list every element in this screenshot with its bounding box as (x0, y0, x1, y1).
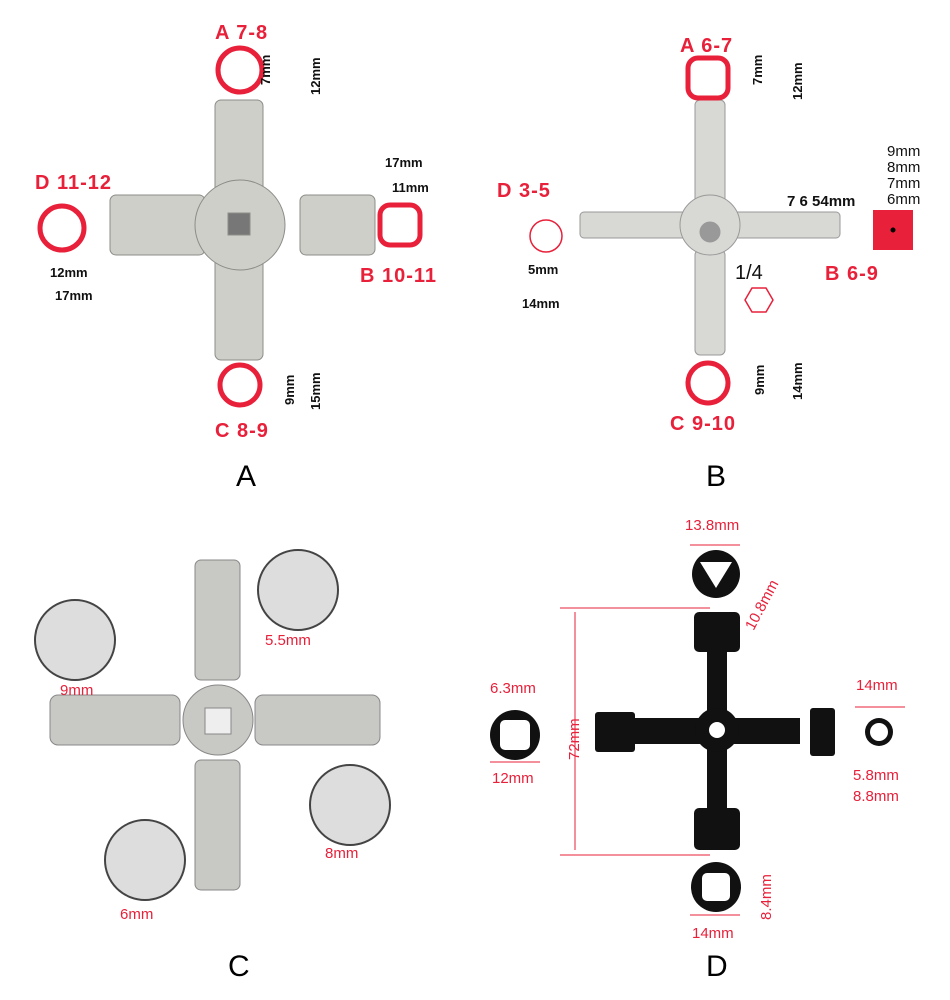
dim-b-c-inner: 9mm (752, 364, 767, 395)
label-b-10-11: B 10-11 (360, 265, 438, 287)
dim-d-bottom-outer: 14mm (692, 925, 734, 942)
dim-d-sq-inner: 6.3mm (490, 680, 536, 697)
dim-b-d-outer: 14mm (522, 296, 560, 311)
dim-sq-9: 9mm (887, 143, 921, 160)
profile-b-shapes (529, 55, 774, 406)
dim-d-sq-outer: 12mm (492, 770, 534, 787)
dim-a-outer: 12mm (308, 57, 323, 95)
dim-d-ring-inner: 5.8mm (853, 767, 899, 784)
detail-circles (34, 549, 391, 901)
dim-c-outer: 15mm (308, 372, 323, 410)
dim-b-a-inner: 7mm (750, 54, 765, 85)
key-d (595, 612, 835, 850)
label-b-c-9-10: C 9-10 (670, 413, 737, 435)
dim-a-inner: 7mm (258, 54, 273, 85)
dim-b-inner: 11mm (392, 180, 429, 195)
dim-d-tri-width: 13.8mm (685, 517, 740, 534)
dim-c-inner: 9mm (282, 374, 297, 405)
label-b-a-6-7: A 6-7 (680, 35, 734, 57)
caption-b: B (706, 460, 727, 493)
dimension-lines-d (490, 544, 905, 916)
dim-c-small: 6mm (120, 906, 154, 923)
key-b (579, 99, 841, 356)
dim-sq-6: 6mm (887, 191, 921, 208)
caption-c: C (228, 950, 250, 983)
dim-d-length: 72mm (566, 718, 583, 760)
dim-b-outer: 17mm (385, 155, 423, 170)
profile-a-shapes (37, 45, 423, 408)
label-d-11-12: D 11-12 (35, 172, 113, 194)
dim-b-steps: 7 6 54mm (787, 193, 856, 210)
key-a (109, 99, 376, 361)
dim-c-square: 8mm (325, 845, 359, 862)
dim-d-bottom-inner: 8.4mm (758, 874, 775, 920)
label-b-d-3-5: D 3-5 (497, 180, 551, 202)
label-a-7-8: A 7-8 (215, 22, 269, 44)
dim-sq-8: 8mm (887, 159, 921, 176)
key-c (49, 559, 381, 891)
label-c-8-9: C 8-9 (215, 420, 269, 442)
caption-a: A (236, 460, 257, 493)
profile-d-shapes (490, 550, 893, 912)
dim-c-round: 5.5mm (265, 632, 311, 649)
caption-d: D (706, 950, 728, 983)
dim-b-c-outer: 14mm (790, 362, 805, 400)
label-hex-1-4: 1/4 (735, 262, 763, 284)
dim-sq-7: 7mm (887, 175, 921, 192)
dim-d-ring-outer: 14mm (856, 677, 898, 694)
dim-d-outer: 17mm (55, 288, 93, 303)
dim-b-d-inner: 5mm (528, 262, 559, 277)
dim-b-a-outer: 12mm (790, 62, 805, 100)
dim-c-tri: 9mm (60, 682, 94, 699)
dim-d-inner: 12mm (50, 265, 88, 280)
dim-d-ring-mid: 8.8mm (853, 788, 899, 805)
label-b-b-6-9: B 6-9 (825, 263, 879, 285)
